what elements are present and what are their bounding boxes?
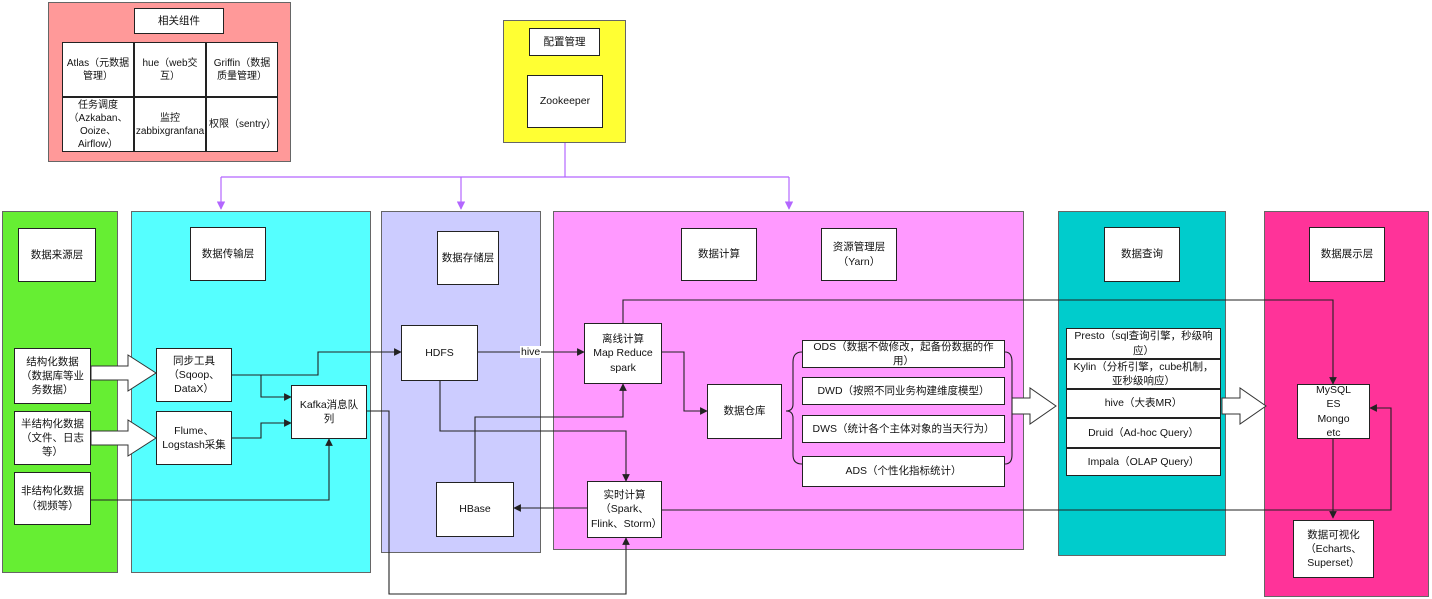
source-semi-structured: 半结构化数据（文件、日志等） bbox=[14, 411, 91, 465]
edge-offline-to-mysql bbox=[622, 299, 1337, 385]
source-unstructured: 非结构化数据（视频等） bbox=[14, 472, 91, 525]
hive-edge-label: hive bbox=[520, 346, 542, 358]
offline-compute-node: 离线计算 Map Reduce spark bbox=[584, 323, 662, 384]
storage-engines-node: MySQL ES Mongo etc bbox=[1297, 384, 1370, 439]
component-scheduler: 任务调度（Azkaban、Ooize、Airflow） bbox=[62, 97, 134, 152]
kafka-node: Kafka消息队列 bbox=[291, 385, 367, 439]
dw-layers-right-bracket bbox=[1004, 351, 1013, 465]
source-structured: 结构化数据（数据库等业务数据） bbox=[14, 348, 91, 404]
source-layer-title: 数据来源层 bbox=[18, 228, 96, 282]
query-kylin: Kylin（分析引擎，cube机制，亚秒级响应） bbox=[1066, 359, 1221, 389]
dw-layers-brace bbox=[785, 351, 803, 465]
arrow-semi-to-flume bbox=[90, 419, 157, 457]
query-layer-title: 数据查询 bbox=[1104, 227, 1180, 282]
arrow-query-to-display bbox=[1221, 387, 1267, 425]
transport-layer-title: 数据传输层 bbox=[190, 227, 266, 281]
arrow-structured-to-sync bbox=[90, 354, 157, 392]
realtime-compute-node: 实时计算（Spark、Flink、Storm） bbox=[587, 481, 662, 538]
sync-tool-node: 同步工具（Sqoop、DataX） bbox=[156, 348, 232, 402]
data-visualization-node: 数据可视化（Echarts、Superset） bbox=[1293, 520, 1374, 578]
component-permissions: 权限（sentry） bbox=[206, 97, 278, 152]
resource-management-node: 资源管理层（Yarn） bbox=[821, 228, 897, 281]
query-impala: Impala（OLAP Query） bbox=[1066, 448, 1221, 476]
dw-dwd: DWD（按照不同业务构建维度模型） bbox=[802, 377, 1005, 405]
dw-ods: ODS（数据不做修改，起备份数据的作用） bbox=[802, 340, 1005, 368]
dw-ads: ADS（个性化指标统计） bbox=[802, 456, 1005, 487]
edge-sync-to-kafka bbox=[260, 375, 292, 401]
query-druid: Druid（Ad-hoc Query） bbox=[1066, 418, 1221, 448]
edge-offline-to-warehouse bbox=[662, 351, 708, 415]
storage-layer-title: 数据存储层 bbox=[437, 231, 499, 285]
edge-realtime-to-mysql bbox=[662, 404, 1392, 511]
data-warehouse-node: 数据仓库 bbox=[707, 384, 782, 439]
hollow-arrows bbox=[90, 354, 1267, 457]
component-atlas: Atlas（元数据管理） bbox=[62, 42, 134, 97]
edge-unstructured-to-kafka bbox=[91, 438, 333, 501]
compute-layer-title: 数据计算 bbox=[681, 228, 757, 281]
component-monitoring: 监控zabbixgranfana bbox=[134, 97, 206, 152]
edge-hdfs-to-realtime bbox=[439, 381, 630, 482]
hbase-node: HBase bbox=[436, 482, 514, 537]
query-presto: Presto（sql查询引擎，秒级响应） bbox=[1066, 328, 1221, 359]
arrow-dw-to-query bbox=[1011, 387, 1057, 425]
components-title: 相关组件 bbox=[134, 8, 224, 34]
zookeeper-node: Zookeeper bbox=[527, 75, 603, 128]
edge-hbase-to-offline bbox=[474, 383, 627, 482]
edge-sync-to-hdfs bbox=[232, 348, 402, 376]
flume-logstash-node: Flume、Logstash采集 bbox=[156, 411, 232, 465]
component-griffin: Griffin（数据质量管理） bbox=[206, 42, 278, 97]
hdfs-node: HDFS bbox=[401, 325, 478, 381]
component-hue: hue（web交互） bbox=[134, 42, 206, 97]
edge-flume-to-kafka bbox=[232, 419, 292, 439]
query-hive: hive（大表MR） bbox=[1066, 389, 1221, 418]
dw-dws: DWS（统计各个主体对象的当天行为） bbox=[802, 415, 1005, 443]
config-title: 配置管理 bbox=[529, 28, 600, 56]
display-layer-title: 数据展示层 bbox=[1309, 227, 1385, 282]
edge-kafka-to-realtime bbox=[367, 410, 630, 595]
zookeeper-links bbox=[216, 143, 794, 210]
